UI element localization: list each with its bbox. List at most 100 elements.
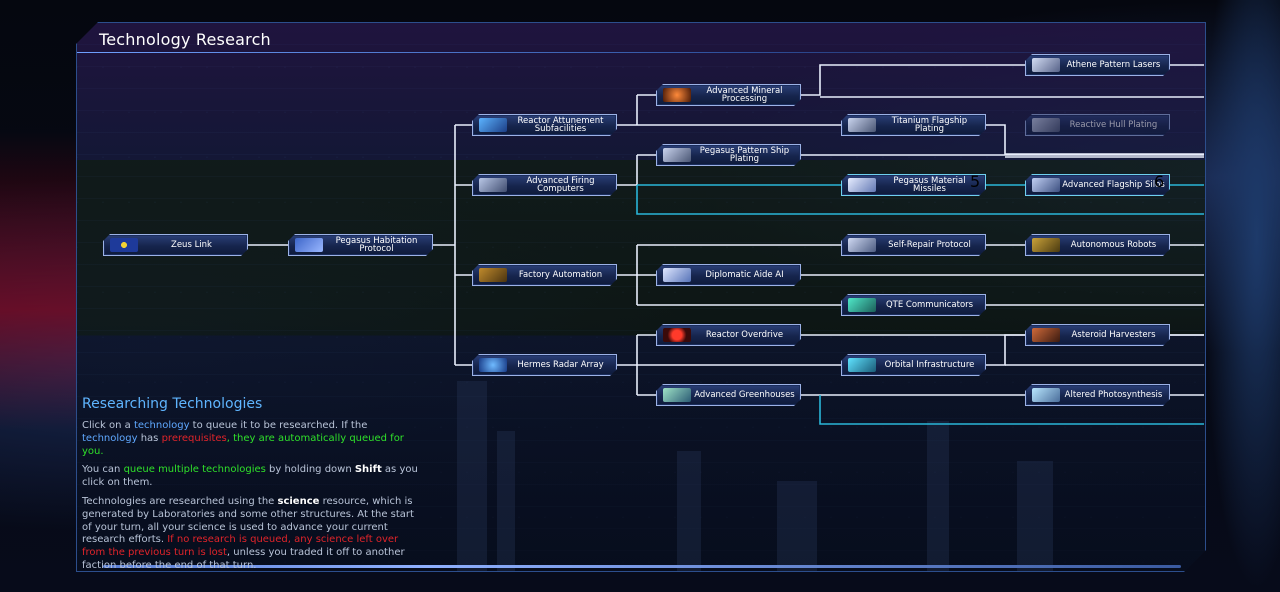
city-backdrop [77, 311, 1205, 571]
tech-node-label: QTE Communicators [885, 300, 974, 310]
comms-icon [848, 298, 876, 312]
laser-icon [1032, 58, 1060, 72]
background-left-edge [0, 130, 76, 430]
tech-node-label: Orbital Infrastructure [884, 360, 975, 370]
tech-node-titanium[interactable]: Titanium Flagship Plating [841, 114, 986, 136]
factory-icon [479, 268, 507, 282]
tech-node-label: Altered Photosynthesis [1064, 390, 1163, 400]
tech-node-hermes[interactable]: Hermes Radar Array [472, 354, 617, 376]
help-text-run: You can [82, 464, 124, 476]
reactor-icon [479, 118, 507, 132]
tech-node-orbital[interactable]: Orbital Infrastructure [841, 354, 986, 376]
help-text-run: Technologies are researched using the [82, 495, 278, 507]
tech-node-qte[interactable]: QTE Communicators [841, 294, 986, 316]
plating-icon [1032, 118, 1060, 132]
tech-node-altered[interactable]: Altered Photosynthesis [1025, 384, 1170, 406]
help-text-run: , they are automatically queued for you. [82, 432, 404, 457]
tech-node-reactor-od[interactable]: Reactor Overdrive [656, 324, 801, 346]
radar-icon [479, 358, 507, 372]
tech-node-self-repair[interactable]: Self-Repair Protocol [841, 234, 986, 256]
tech-link [636, 185, 1204, 215]
tech-node-label: Hermes Radar Array [517, 360, 604, 370]
asteroid-icon [1032, 328, 1060, 342]
tech-node-factory[interactable]: Factory Automation [472, 264, 617, 286]
scroll-bar[interactable] [103, 565, 1181, 568]
tech-node-reactor-att[interactable]: Reactor Attunement Subfacilities [472, 114, 617, 136]
eu-flag-icon [110, 238, 138, 252]
help-text-run: prerequisites [161, 432, 227, 444]
tech-node-adv-green[interactable]: Advanced Greenhouses [656, 384, 801, 406]
station-icon [295, 238, 323, 252]
window-title: Technology Research [99, 30, 271, 49]
background-right-edge [1202, 0, 1280, 592]
tech-node-pegasus-hab[interactable]: Pegasus Habitation Protocol [288, 234, 433, 256]
help-text-run: technology [133, 420, 190, 431]
tech-node-label: Titanium Flagship Plating [891, 116, 968, 134]
tech-link [801, 64, 1025, 96]
tech-node-label: Asteroid Harvesters [1071, 330, 1156, 340]
tech-node-label: Reactive Hull Plating [1069, 120, 1158, 130]
robot-icon [1032, 238, 1060, 252]
help-paragraph-multi: You can queue multiple technologies by h… [82, 464, 424, 490]
tech-node-label: Advanced Firing Computers [526, 176, 595, 194]
handshake-icon [663, 268, 691, 282]
queue-position-badge: 6 [1154, 172, 1165, 191]
weapon-icon [479, 178, 507, 192]
help-text-run: to queue it to be researched. If the [189, 420, 368, 431]
help-text-run: Shift [354, 464, 382, 476]
tech-node-pegasus-missiles[interactable]: Pegasus Material Missiles [841, 174, 986, 196]
missile-icon [848, 178, 876, 192]
tech-node-pegasus-pattern[interactable]: Pegasus Pattern Ship Plating [656, 144, 801, 166]
help-text-run: science [277, 495, 320, 507]
tech-node-label: Factory Automation [518, 270, 603, 280]
tech-node-label: Zeus Link [171, 240, 212, 250]
tech-node-adv-mineral[interactable]: Advanced Mineral Processing [656, 84, 801, 106]
tech-node-zeus[interactable]: Zeus Link [103, 234, 248, 256]
title-underline [77, 52, 1185, 53]
help-text-run: , unless you traded it off to another fa… [82, 547, 405, 571]
tech-link [986, 124, 1204, 155]
tech-node-athene[interactable]: Athene Pattern Lasers [1025, 54, 1170, 76]
orbital-icon [848, 358, 876, 372]
title-bar: Technology Research [77, 23, 1205, 53]
tech-node-label: Reactor Attunement Subfacilities [517, 116, 604, 134]
help-title: Researching Technologies [82, 396, 263, 412]
queue-position-badge: 5 [970, 172, 981, 191]
tech-node-reactive-hull[interactable]: Reactive Hull Plating [1025, 114, 1170, 136]
repair-icon [848, 238, 876, 252]
plant-icon [1032, 388, 1060, 402]
tech-node-label: Advanced Flagship Silos [1062, 180, 1165, 190]
tech-node-asteroid[interactable]: Asteroid Harvesters [1025, 324, 1170, 346]
help-paragraph-science: Technologies are researched using the sc… [82, 496, 424, 573]
tech-node-adv-firing[interactable]: Advanced Firing Computers [472, 174, 617, 196]
tech-link [986, 334, 1025, 366]
silo-icon [1032, 178, 1060, 192]
tech-node-diplomatic[interactable]: Diplomatic Aide AI [656, 264, 801, 286]
tech-node-autonomous[interactable]: Autonomous Robots [1025, 234, 1170, 256]
reactor-core-icon [663, 328, 691, 342]
help-text-run: If no research is queued, any science le… [82, 534, 399, 559]
tech-node-label: Pegasus Pattern Ship Plating [699, 146, 790, 164]
plating-icon [848, 118, 876, 132]
help-text-run: by holding down [265, 464, 355, 476]
tech-node-label: Advanced Greenhouses [694, 390, 795, 400]
tech-node-label: Self-Repair Protocol [888, 240, 971, 250]
help-text-run: resource, which is generated by Laborato… [82, 495, 414, 546]
tech-node-label: Advanced Mineral Processing [706, 86, 783, 104]
tech-node-adv-flagship[interactable]: Advanced Flagship Silos [1025, 174, 1170, 196]
tech-link [819, 395, 1204, 425]
greenhouse-icon [663, 388, 691, 402]
help-box: Researching Technologies Click on a tech… [82, 396, 424, 579]
tech-node-label: Pegasus Material Missiles [893, 176, 966, 194]
tech-node-label: Reactor Overdrive [705, 330, 784, 340]
help-text-run: queue multiple technologies [123, 464, 266, 476]
tech-node-label: Autonomous Robots [1070, 240, 1157, 250]
help-text-run: Click on a [82, 420, 134, 431]
tech-node-label: Diplomatic Aide AI [705, 270, 784, 280]
tech-node-label: Athene Pattern Lasers [1066, 60, 1161, 70]
help-paragraph-queue: Click on a technology to queue it to be … [82, 420, 424, 458]
mineral-icon [663, 88, 691, 102]
plating-icon [663, 148, 691, 162]
